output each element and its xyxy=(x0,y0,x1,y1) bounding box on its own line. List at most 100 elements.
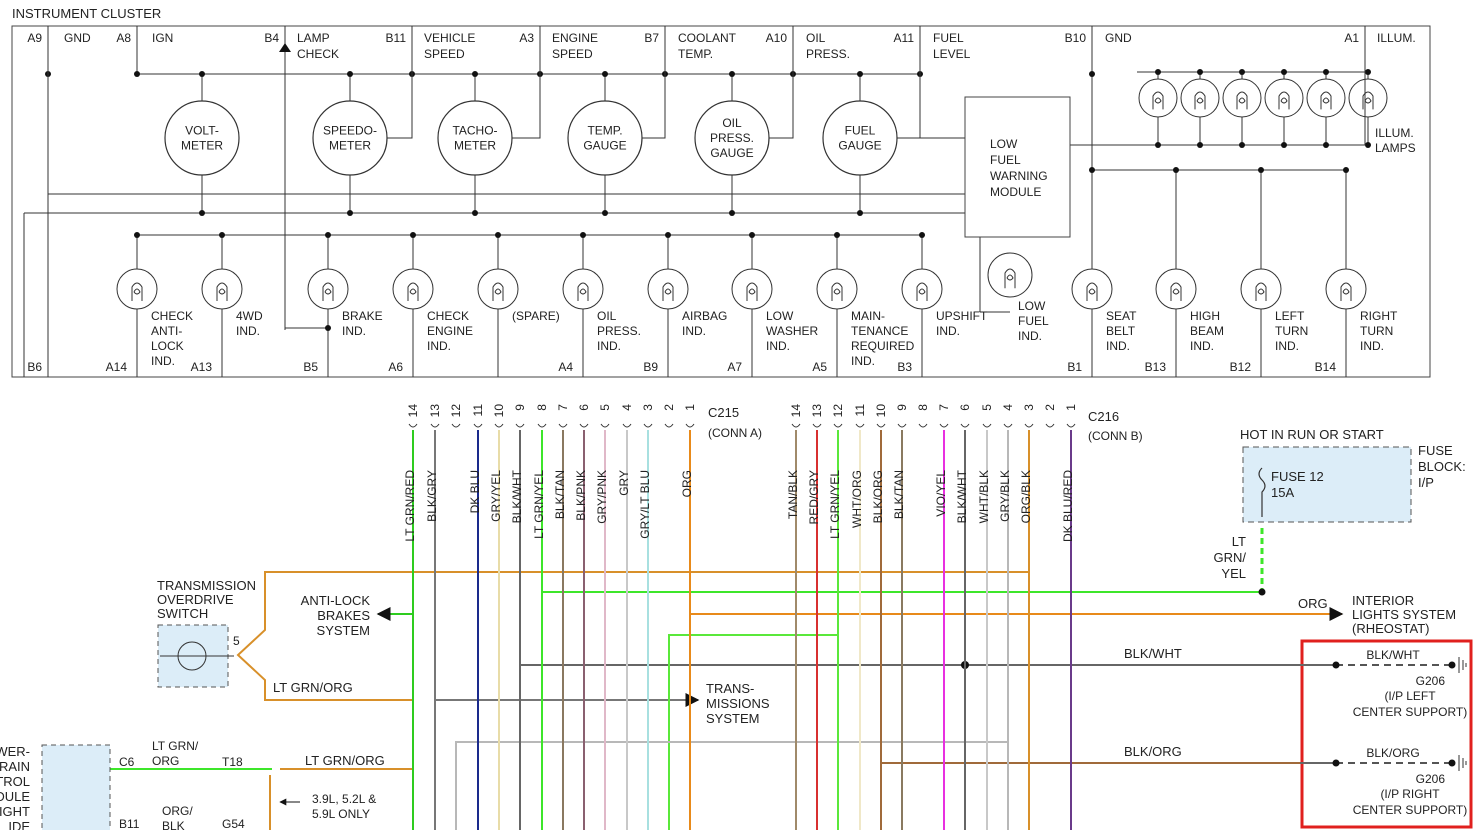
lamp-pin-id: B13 xyxy=(1145,360,1167,374)
connector-cavity-icon xyxy=(939,423,949,428)
indicator-lamp-icon xyxy=(392,268,434,310)
abs-text: SYSTEM xyxy=(317,623,370,638)
gauge-label: SPEEDO- xyxy=(323,124,377,138)
wire-color-label: GRY xyxy=(617,470,631,496)
wire-color-label: BLK/WHT xyxy=(510,469,524,523)
indicator-label: IND. xyxy=(682,324,706,338)
trans-switch-pin: 5 xyxy=(233,634,240,648)
indicator-label: IND. xyxy=(151,354,175,368)
connector-cavity-icon xyxy=(1024,423,1034,428)
wire-color-label: LT GRN/YEL xyxy=(532,470,546,539)
top-pin-label: CHECK xyxy=(297,47,339,61)
top-pin-label: SPEED xyxy=(552,47,593,61)
indicator-label: IND. xyxy=(766,339,790,353)
connector-pin-number: 14 xyxy=(789,404,803,418)
indicator-label: IND. xyxy=(1360,339,1384,353)
pcm-wire-text: BLK xyxy=(162,819,185,830)
connector-cavity-icon xyxy=(430,423,440,428)
low-fuel-lamp-label: LOW xyxy=(1018,299,1046,313)
ground-location: CENTER SUPPORT) xyxy=(1353,705,1467,719)
wire-color-label: LT GRN/YEL xyxy=(828,470,842,539)
pcm-pin-b11: B11 xyxy=(119,817,140,830)
ground-name: G206 xyxy=(1416,674,1446,688)
wire-color-label: ORG/BLK xyxy=(1019,470,1033,523)
connector-cavity-icon xyxy=(1066,423,1076,428)
connector-pin-number: 4 xyxy=(1001,404,1015,411)
fuse-block-text: I/P xyxy=(1418,475,1434,490)
ground-highlight-box xyxy=(1300,639,1473,829)
fuse-block-text: BLOCK: xyxy=(1418,459,1466,474)
low-fuel-lamp-icon xyxy=(987,252,1033,298)
connector-cavity-icon xyxy=(855,423,865,428)
interior-text: INTERIOR xyxy=(1352,593,1414,608)
gauge-label: TACHO- xyxy=(452,124,497,138)
lamp-pin-id: A6 xyxy=(388,360,403,374)
top-pin-id: A3 xyxy=(519,31,534,45)
interior-text: (RHEOSTAT) xyxy=(1352,621,1430,636)
illum-lamp-icon xyxy=(1222,78,1262,118)
connector-pin-number: 12 xyxy=(831,404,845,418)
pcm-text: TRAIN xyxy=(0,759,30,774)
module-text: MODULE xyxy=(990,185,1041,199)
connector-pin-number: 6 xyxy=(577,404,591,411)
indicator-label: IND. xyxy=(851,354,875,368)
routed-wires xyxy=(110,430,1344,830)
ground-location: CENTER SUPPORT) xyxy=(1353,803,1467,817)
top-pin-id: A8 xyxy=(116,31,131,45)
pcm-text: IGHT xyxy=(0,804,30,819)
top-pin-id: B7 xyxy=(644,31,659,45)
gauge-label: GAUGE xyxy=(838,139,881,153)
connector-cavity-icon xyxy=(600,423,610,428)
indicator-lamp-icon xyxy=(731,268,773,310)
indicator-label: BELT xyxy=(1106,324,1136,338)
lamp-pin-id: B1 xyxy=(1067,360,1082,374)
connector-pin-number: 3 xyxy=(1022,404,1036,411)
connector-cavity-icon xyxy=(918,423,928,428)
connector-cavity-icon xyxy=(812,423,822,428)
indicator-label: IND. xyxy=(342,324,366,338)
gauge-label: TEMP. xyxy=(587,124,622,138)
top-pin-label: OIL xyxy=(806,31,826,45)
conn-a-name: C215 xyxy=(708,405,739,420)
indicator-lamp-icon xyxy=(201,268,243,310)
indicator-label: TENANCE xyxy=(851,324,908,338)
top-pin-label: LAMP xyxy=(297,31,330,45)
connector-pin-number: 2 xyxy=(1043,404,1057,411)
connector-cavity-icon xyxy=(982,423,992,428)
powertrain-control-module xyxy=(41,744,111,830)
ground-icon xyxy=(1458,657,1467,673)
connector-cavity-icon xyxy=(1003,423,1013,428)
indicator-lamps: CHECKANTI-LOCKIND.A144WDIND.A13BRAKEIND.… xyxy=(27,26,1398,377)
indicator-label: IND. xyxy=(236,324,260,338)
junction-dot xyxy=(134,71,140,77)
ground-name: G206 xyxy=(1416,772,1446,786)
module-text: FUEL xyxy=(990,153,1021,167)
indicator-label: (SPARE) xyxy=(512,309,560,323)
wire-color-label: BLK/ORG xyxy=(871,470,885,523)
indicator-label: IND. xyxy=(1190,339,1214,353)
low-fuel-lamp-label: FUEL xyxy=(1018,314,1049,328)
top-pin-id: B4 xyxy=(264,31,279,45)
abs-text: ANTI-LOCK xyxy=(301,593,371,608)
ground-wire-label: BLK/ORG xyxy=(1366,746,1419,760)
top-pin-id: A9 xyxy=(27,31,42,45)
indicator-label: LEFT xyxy=(1275,309,1305,323)
instrument-cluster-frame xyxy=(11,25,1431,378)
connector-cavity-icon xyxy=(494,423,504,428)
connector-cavity-icon xyxy=(473,423,483,428)
ground-location: (I/P LEFT xyxy=(1384,689,1436,703)
connector-pin-number: 1 xyxy=(1064,404,1078,411)
connector-cavity-icon xyxy=(643,423,653,428)
fuse-wire-text: YEL xyxy=(1221,566,1246,581)
lamp-pin-id: B3 xyxy=(897,360,912,374)
wire-color-label: BLK/WHT xyxy=(955,469,969,523)
indicator-label: 4WD xyxy=(236,309,263,323)
lamp-pin-id: B14 xyxy=(1315,360,1337,374)
ground-icon xyxy=(1458,755,1467,771)
connector-cavity-icon xyxy=(451,423,461,428)
top-pin-id: B11 xyxy=(386,31,407,45)
top-pin-label: LEVEL xyxy=(933,47,971,61)
